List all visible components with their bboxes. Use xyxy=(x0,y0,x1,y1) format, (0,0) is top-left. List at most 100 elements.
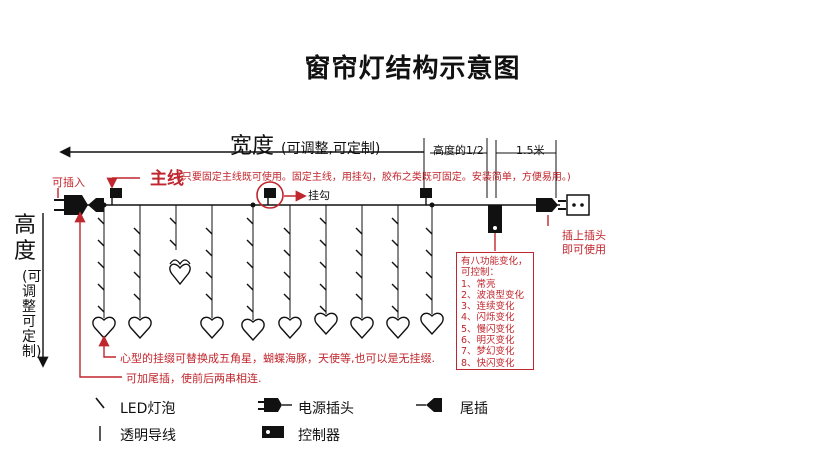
heart-ornament xyxy=(314,312,338,336)
mode-item: 3、连续变化 xyxy=(461,301,515,313)
heart-ornament xyxy=(92,316,116,340)
legend-tail-plug-icon xyxy=(416,398,442,412)
led-bulb xyxy=(319,283,327,291)
plug-power-line-1: 插上插头 xyxy=(562,229,606,242)
led-bulb xyxy=(133,293,141,301)
led-bulb xyxy=(391,239,399,247)
legend-tail-plug-label: 尾插 xyxy=(460,401,488,417)
plug-power-line-2: 即可使用 xyxy=(562,243,606,256)
heart-ornament xyxy=(128,316,152,340)
led-bulb xyxy=(169,217,177,225)
legend-led-icon xyxy=(95,397,105,409)
mode-item: 4、闪烁变化 xyxy=(461,312,515,324)
mode-item: 6、明灭变化 xyxy=(461,335,515,347)
right-power-plug xyxy=(536,198,566,212)
left-power-plug xyxy=(54,195,88,215)
led-bulb xyxy=(205,271,213,279)
led-bulb xyxy=(205,249,213,257)
legend-controller-icon xyxy=(262,426,284,438)
heart-ornament xyxy=(420,312,444,336)
hook-2 xyxy=(264,188,276,205)
led-bulb xyxy=(391,283,399,291)
led-bulb xyxy=(283,271,291,279)
led-bulb xyxy=(133,227,141,235)
heart-ornament xyxy=(241,318,265,342)
hook-3 xyxy=(420,188,432,205)
legend-power-plug-label: 电源插头 xyxy=(298,401,354,417)
mode-item: 1、常亮 xyxy=(461,278,496,290)
led-bulb xyxy=(425,249,433,257)
led-bulb xyxy=(133,271,141,279)
led-bulb xyxy=(205,227,213,235)
led-bulb xyxy=(246,239,254,247)
led-bulb xyxy=(246,283,254,291)
tail-plug-note: 可加尾插，使前后两串相连. xyxy=(126,372,262,385)
legend-power-plug-icon xyxy=(258,398,292,412)
page-title: 窗帘灯结构示意图 xyxy=(304,54,521,84)
led-bulb xyxy=(246,217,254,225)
led-bulb xyxy=(425,227,433,235)
controller-modes-box: 有八功能变化， 可控制： 1、常亮 2、波浪型变化 3、连续变化 4、闪烁变化 … xyxy=(456,252,534,370)
width-label: 宽度 (可调整,可定制) xyxy=(230,128,380,160)
led-bulb xyxy=(283,227,291,235)
controller xyxy=(488,205,502,233)
hook-label: 挂勾 xyxy=(308,189,330,202)
led-bulb xyxy=(319,217,327,225)
led-bulb xyxy=(355,271,363,279)
led-bulb xyxy=(425,293,433,301)
led-bulb xyxy=(391,305,399,313)
heart-ornament-note: 心型的挂缀可替换成五角星，蝴蝶海豚，天使等,也可以是无挂缀. xyxy=(120,352,435,365)
heart-ornament xyxy=(350,316,374,340)
hook-1 xyxy=(110,188,122,205)
led-bulb xyxy=(425,271,433,279)
half-height-label: 高度的1/2 xyxy=(433,144,484,157)
led-bulb xyxy=(319,305,327,313)
main-line-label: 主线 xyxy=(150,169,184,189)
led-bulb xyxy=(355,249,363,257)
mode-item: 8、快闪变化 xyxy=(461,357,515,369)
heart-ornament xyxy=(278,316,302,340)
tail-plug-left xyxy=(88,198,104,212)
modes-intro-2: 可控制： xyxy=(461,267,500,279)
plug-in-label: 可插入 xyxy=(52,176,85,189)
mode-item: 5、慢闪变化 xyxy=(461,323,515,335)
height-label-main: 高度 xyxy=(14,213,37,264)
mode-item: 2、波浪型变化 xyxy=(461,289,525,301)
wall-socket xyxy=(566,194,590,216)
led-bulb xyxy=(169,239,177,247)
legend-wire-label: 透明导线 xyxy=(120,428,176,444)
hook-highlight xyxy=(256,181,284,209)
led-bulb xyxy=(97,283,105,291)
led-bulb xyxy=(97,261,105,269)
heart-ornament xyxy=(386,316,410,340)
modes-intro-1: 有八功能变化， xyxy=(461,256,528,267)
led-bulb xyxy=(246,261,254,269)
led-bulb xyxy=(319,239,327,247)
led-bulb xyxy=(246,305,254,313)
led-bulb xyxy=(205,293,213,301)
heart-ornament xyxy=(200,316,224,340)
led-bulb xyxy=(283,249,291,257)
led-bulb xyxy=(319,261,327,269)
legend-controller-label: 控制器 xyxy=(298,428,340,444)
width-label-main: 宽度 xyxy=(230,134,275,159)
mode-item: 7、梦幻变化 xyxy=(461,346,515,358)
led-bulb xyxy=(133,249,141,257)
length-label: 1.5米 xyxy=(516,144,545,157)
led-bulb xyxy=(355,293,363,301)
led-bulb xyxy=(391,261,399,269)
led-bulb xyxy=(97,305,105,313)
main-line-note: (只要固定主线既可使用。固定主线，用挂勾，胶布之类既可固定。安装简单，方便易用。… xyxy=(178,172,571,183)
bow-heart-ornament xyxy=(169,259,191,286)
led-bulb xyxy=(97,217,105,225)
led-strands xyxy=(92,205,444,342)
height-label-paren: (可调整可定制) xyxy=(22,269,42,360)
led-bulb xyxy=(391,217,399,225)
width-label-paren: (可调整,可定制) xyxy=(281,141,381,157)
legend-led-label: LED灯泡 xyxy=(120,401,176,417)
led-bulb xyxy=(283,293,291,301)
led-bulb xyxy=(97,239,105,247)
plug-power-label: 插上插头 即可使用 xyxy=(562,229,606,257)
led-bulb xyxy=(355,227,363,235)
